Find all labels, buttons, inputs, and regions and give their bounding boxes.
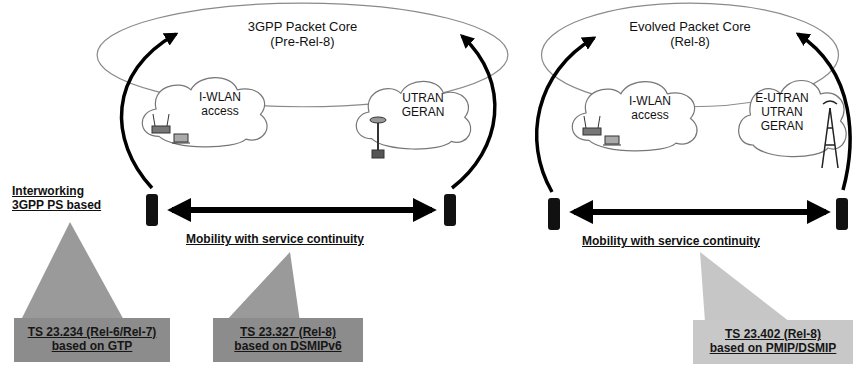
terminal-device (836, 198, 848, 230)
callout-wedge (20, 222, 125, 322)
text-stack: I-WLAN access (148, 64, 293, 146)
network-name: E-UTRAN UTRAN GERAN (751, 92, 813, 133)
ellipse-shape (97, 3, 508, 107)
access-network-cloud: I-WLAN access (130, 68, 275, 150)
specification-text: TS 23.234 (Rel-6/Rel-7) (28, 326, 157, 340)
specification-text: based on DSMIPv6 (234, 340, 341, 354)
terminal-device (146, 194, 158, 226)
text-stack: TS 23.327 (Rel-8)based on DSMIPv6 (213, 318, 363, 362)
terminal-device (548, 198, 560, 230)
text-stack: I-WLAN access (578, 68, 723, 150)
specification-text: based on PMIP/DSMIP (710, 342, 837, 356)
network-name: 3GPP Packet Core (Pre-Rel-8) (233, 20, 373, 50)
specification-callout: TS 23.327 (Rel-8)based on DSMIPv6 (213, 318, 363, 362)
cloud-shape (142, 78, 267, 147)
cloud-shape (572, 82, 697, 151)
specification-text: TS 23.402 (Rel-8) (725, 328, 821, 342)
network-name: I-WLAN access (189, 91, 251, 119)
specification-text: based on GTP (52, 340, 133, 354)
text-stack: Evolved Packet Core (Rel-8) (540, 0, 840, 88)
access-network-cloud: E-UTRAN UTRAN GERAN (728, 70, 853, 160)
terminal-device (444, 194, 456, 226)
callout-wedge (225, 252, 300, 322)
mobility-label: Mobility with service continuity (582, 234, 760, 248)
network-name: I-WLAN access (619, 95, 681, 123)
network-name: UTRAN GERAN (392, 92, 454, 120)
text-stack: UTRAN GERAN (357, 66, 490, 146)
access-network-cloud: I-WLAN access (560, 72, 705, 154)
specification-text: TS 23.327 (Rel-8) (240, 326, 336, 340)
specification-callout: TS 23.402 (Rel-8)based on PMIP/DSMIP (693, 320, 853, 364)
cloud-shape (356, 81, 470, 149)
text-stack: 3GPP Packet Core (Pre-Rel-8) (95, 0, 510, 88)
text-stack: TS 23.234 (Rel-6/Rel-7)based on GTP (14, 318, 170, 362)
interworking-label: Interworking 3GPP PS based (12, 184, 108, 213)
network-name: Evolved Packet Core (Rel-8) (620, 20, 760, 50)
mobility-label: Mobility with service continuity (186, 232, 364, 246)
text-stack: TS 23.402 (Rel-8)based on PMIP/DSMIP (693, 320, 853, 364)
cloud-shape (738, 81, 846, 157)
text-stack: E-UTRAN UTRAN GERAN (720, 68, 845, 158)
mobility-arrow (574, 209, 826, 215)
callout-wedge (700, 252, 790, 322)
access-network-cloud: UTRAN GERAN (345, 72, 478, 152)
specification-callout: TS 23.234 (Rel-6/Rel-7)based on GTP (14, 318, 170, 362)
mobility-arrow (172, 207, 432, 213)
